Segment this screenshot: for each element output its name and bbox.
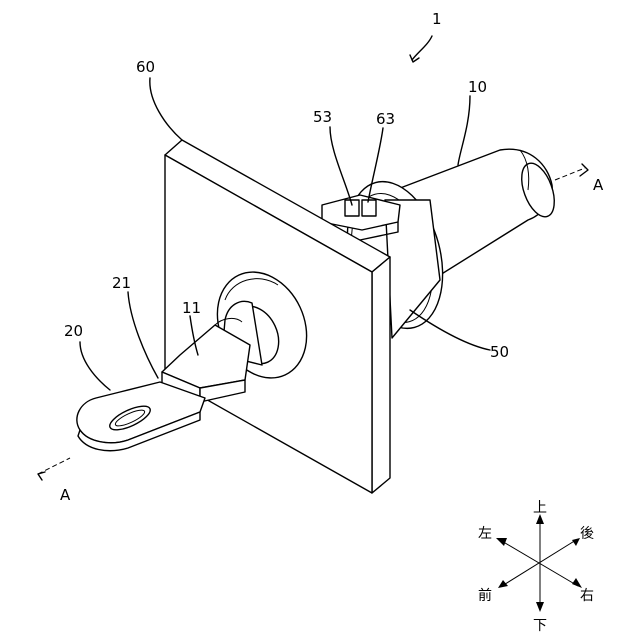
label-assembly: 1: [432, 10, 442, 28]
arrow-left-icon: [496, 538, 507, 546]
direction-back: 後: [580, 526, 594, 542]
label-section-a-right: A: [593, 176, 604, 194]
label-joint: 21: [112, 274, 131, 292]
label-clip: 53: [313, 108, 332, 126]
arrow-front-icon: [498, 580, 508, 588]
terminal: [77, 382, 205, 451]
label-holder: 50: [490, 343, 509, 361]
direction-compass: [496, 514, 582, 612]
label-terminal: 20: [64, 322, 83, 340]
direction-right: 右: [580, 588, 594, 604]
label-section-a-left: A: [60, 486, 71, 504]
label-rib: 63: [376, 110, 395, 128]
direction-front: 前: [478, 587, 492, 604]
direction-up: 上: [533, 500, 547, 516]
direction-down: 下: [533, 618, 547, 634]
label-cable: 10: [468, 78, 487, 96]
direction-left: 左: [478, 526, 492, 542]
label-tab: 11: [182, 299, 201, 317]
arrow-right-icon: [572, 578, 582, 588]
arrow-down-icon: [536, 602, 544, 612]
label-panel: 60: [136, 58, 155, 76]
